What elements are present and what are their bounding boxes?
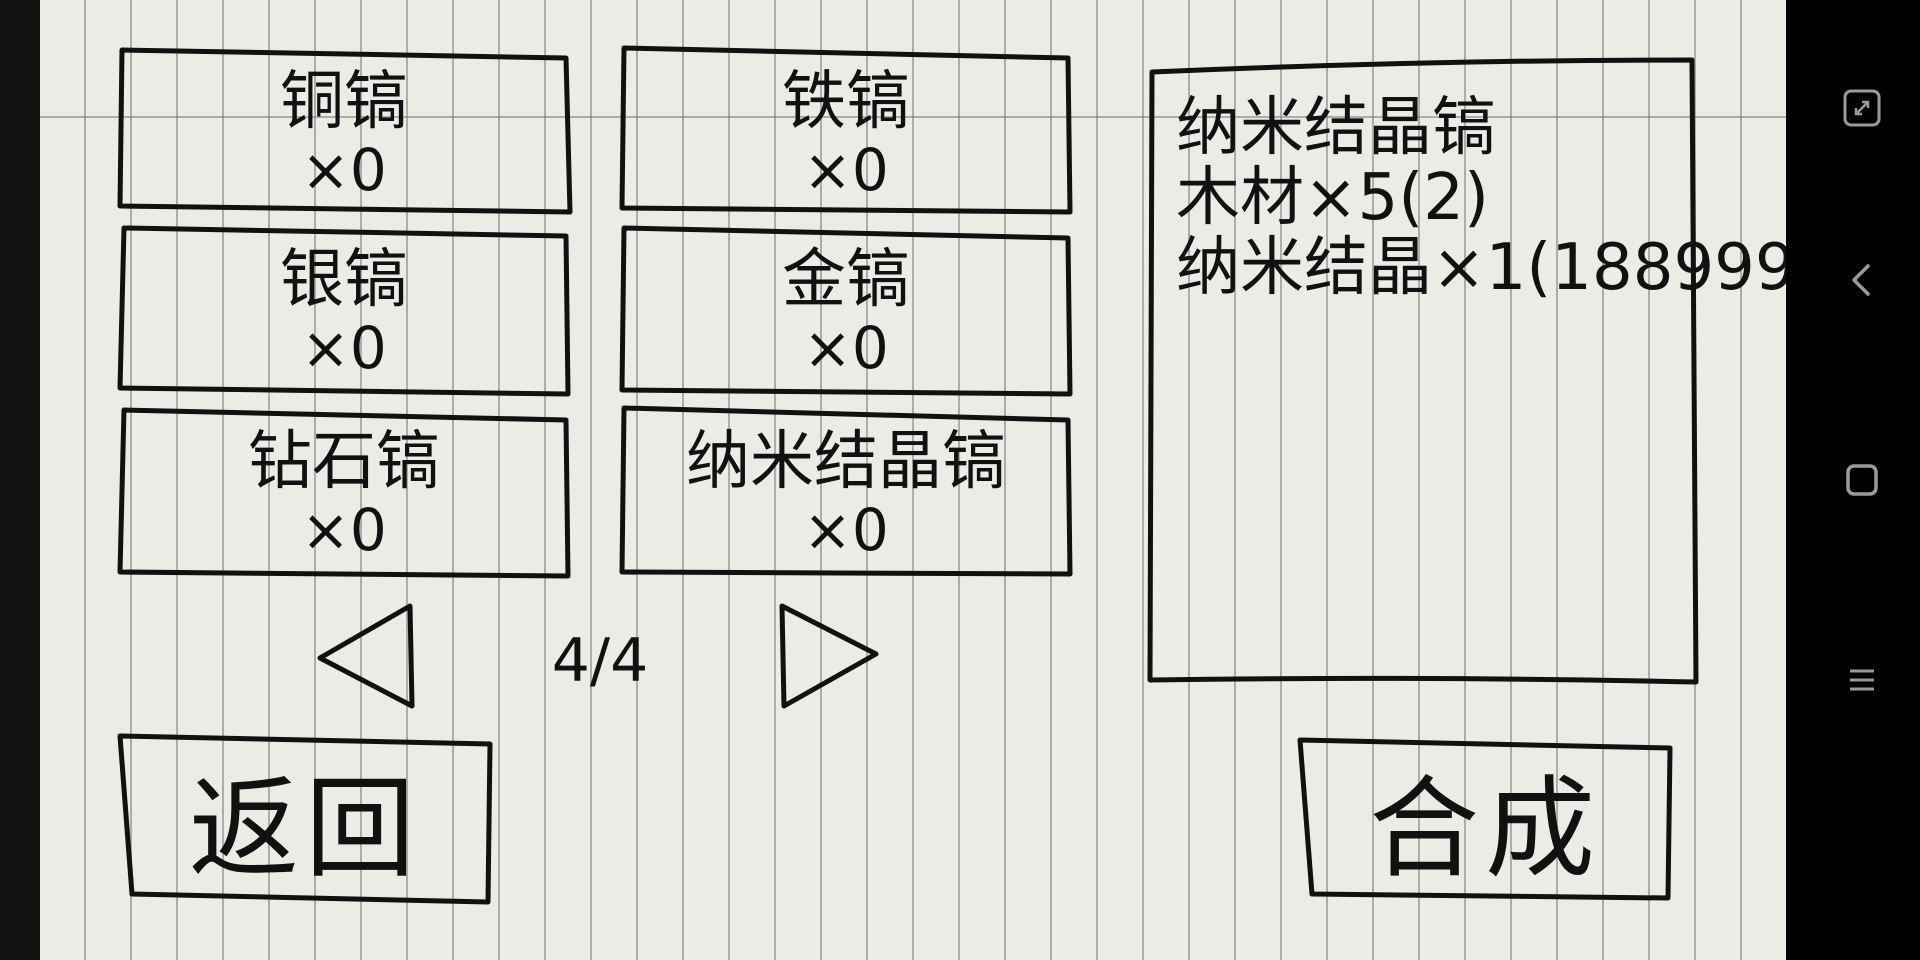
craft-button[interactable]: 合成 — [1297, 737, 1673, 901]
hand-drawn-frame — [117, 225, 571, 397]
item-name: 钻石镐 — [248, 425, 440, 499]
item-count: ×0 — [803, 496, 889, 564]
item-name: 纳米结晶镐 — [686, 425, 1006, 499]
next-page-button[interactable] — [778, 602, 882, 710]
item-card-gold-pickaxe[interactable]: 金镐 ×0 — [619, 224, 1073, 397]
hand-drawn-frame — [619, 45, 1073, 215]
system-navigation-bar — [1786, 0, 1920, 960]
menu-lines-icon[interactable] — [1838, 656, 1886, 704]
hand-drawn-frame — [619, 405, 1073, 577]
item-name: 铁镐 — [782, 65, 910, 139]
item-count: ×0 — [301, 496, 387, 564]
page-indicator: 4/4 — [551, 626, 649, 696]
prev-page-button[interactable] — [312, 602, 416, 710]
item-count: ×0 — [301, 314, 387, 382]
recipe-ingredient: 纳米结晶×1(188999) — [1176, 231, 1821, 305]
item-name: 铜镐 — [280, 65, 408, 139]
hand-drawn-frame — [1297, 737, 1673, 901]
hand-drawn-frame — [1147, 57, 1699, 685]
home-square-icon[interactable] — [1838, 456, 1886, 504]
item-card-iron-pickaxe[interactable]: 铁镐 ×0 — [619, 45, 1073, 216]
fullscreen-icon[interactable] — [1838, 84, 1886, 132]
left-edge — [0, 0, 40, 960]
hand-drawn-frame — [117, 733, 493, 905]
hand-drawn-frame — [117, 47, 573, 215]
recipe-title: 纳米结晶镐 — [1176, 91, 1496, 165]
hand-drawn-frame — [117, 407, 571, 579]
item-card-nano-crystal-pickaxe[interactable]: 纳米结晶镐 ×0 — [619, 405, 1073, 578]
craft-button-label: 合成 — [1369, 765, 1601, 893]
back-chevron-icon[interactable] — [1838, 256, 1886, 304]
left-triangle-icon — [317, 603, 415, 709]
item-count: ×0 — [803, 314, 889, 382]
notebook-paper-background — [40, 0, 1786, 960]
back-button[interactable]: 返回 — [117, 733, 493, 905]
back-button-label: 返回 — [189, 765, 421, 893]
item-card-copper-pickaxe[interactable]: 铜镐 ×0 — [117, 46, 573, 216]
item-card-silver-pickaxe[interactable]: 银镐 ×0 — [117, 224, 571, 397]
item-count: ×0 — [803, 136, 889, 204]
recipe-panel: 纳米结晶镐 木材×5(2) 纳米结晶×1(188999) — [1147, 57, 1821, 686]
item-card-diamond-pickaxe[interactable]: 钻石镐 ×0 — [117, 406, 571, 579]
item-name: 银镐 — [280, 243, 408, 317]
item-name: 金镐 — [782, 243, 910, 317]
right-triangle-icon — [779, 603, 879, 709]
recipe-ingredient: 木材×5(2) — [1176, 161, 1489, 235]
item-count: ×0 — [301, 136, 387, 204]
paper-rule-line — [40, 116, 1786, 118]
hand-drawn-frame — [619, 225, 1073, 397]
